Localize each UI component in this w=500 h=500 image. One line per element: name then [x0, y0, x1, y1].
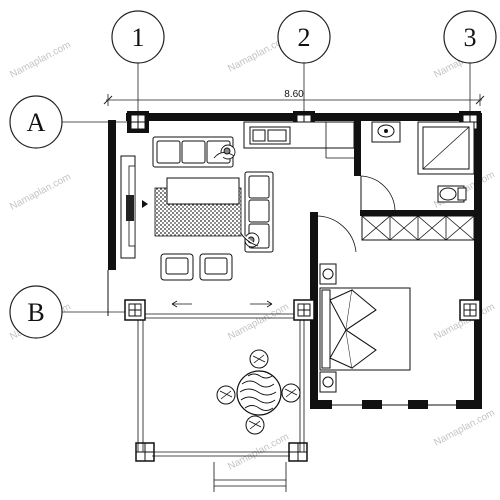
dining-chair	[281, 383, 301, 403]
coffee-table	[166, 177, 240, 205]
terrace-outline	[137, 320, 305, 492]
shower-tray	[417, 121, 475, 175]
column	[459, 299, 481, 321]
watermark-text: Namaplan.com	[8, 171, 73, 212]
svg-text:B: B	[27, 298, 44, 327]
grid-lines	[62, 62, 471, 313]
bedroom-door-swing	[315, 215, 357, 254]
person-figure	[239, 231, 260, 248]
grid-bubble-2: 2	[277, 10, 331, 64]
svg-text:A: A	[27, 108, 46, 137]
armchair	[160, 253, 194, 281]
sofa-top	[152, 136, 234, 168]
nightstand	[319, 371, 337, 393]
dining-chair	[249, 349, 269, 369]
column	[293, 299, 315, 321]
toilet	[437, 185, 467, 203]
svg-text:2: 2	[298, 23, 311, 52]
overall-dimension-line: 8.60	[103, 89, 485, 106]
column	[135, 442, 155, 462]
grid-bubble-1: 1	[111, 10, 165, 64]
svg-text:3: 3	[464, 23, 477, 52]
person-figure	[213, 144, 236, 160]
watermark-text: Namaplan.com	[226, 301, 291, 342]
washbasin	[371, 121, 401, 143]
column	[124, 299, 146, 321]
grid-bubble-b: B	[9, 285, 63, 339]
dining-chair	[245, 415, 265, 435]
watermark-text: Namaplan.com	[8, 39, 73, 80]
closet	[361, 215, 475, 241]
sofa-right	[244, 171, 274, 253]
round-dining-table	[236, 370, 282, 416]
tv-unit	[120, 155, 148, 259]
armchair	[199, 253, 233, 281]
nightstand	[319, 263, 337, 285]
grid-bubble-3: 3	[443, 10, 497, 64]
watermark-text: Namaplan.com	[432, 407, 497, 448]
double-bed	[319, 287, 411, 371]
sliding-door	[145, 300, 294, 319]
grid-bubble-a: A	[9, 95, 63, 149]
dimension-label: 8.60	[284, 89, 304, 100]
dining-chair	[216, 385, 236, 405]
structural-columns	[124, 111, 481, 462]
column	[127, 111, 149, 133]
svg-text:1: 1	[132, 23, 145, 52]
kitchen-counter	[243, 121, 355, 159]
bathroom-door-swing	[360, 175, 396, 211]
